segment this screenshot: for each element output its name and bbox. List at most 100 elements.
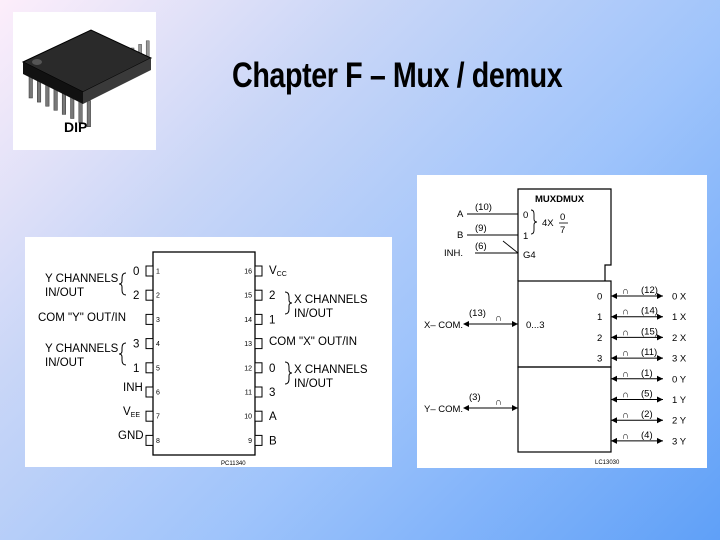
left-pin-number: 8 bbox=[156, 438, 160, 445]
output-pin: (11) bbox=[641, 347, 657, 358]
y-switch-block bbox=[517, 366, 612, 453]
output-arrow-right bbox=[657, 293, 663, 299]
fn-prefix: 4X bbox=[542, 218, 554, 229]
left-pin-box bbox=[145, 410, 154, 422]
output-arrow-right bbox=[657, 313, 663, 320]
left-pin-label: 0 bbox=[133, 266, 139, 278]
output-arrow-left bbox=[611, 313, 617, 320]
right-pin-box bbox=[254, 313, 263, 325]
dip-label: DIP bbox=[64, 119, 87, 135]
left-pin-number: 7 bbox=[156, 414, 160, 421]
x-com-label: X– COM. bbox=[424, 320, 463, 331]
output-name: 1 Y bbox=[672, 395, 687, 406]
right-pin-label: 2 bbox=[269, 290, 275, 302]
output-arrow-left bbox=[611, 417, 617, 424]
right-x-channels-2-title: X CHANNELS bbox=[294, 364, 368, 376]
left-pin-label: 1 bbox=[133, 363, 139, 375]
output-analog-mark: ∩ bbox=[622, 348, 629, 359]
output-analog-mark: ∩ bbox=[622, 369, 629, 380]
y-com-label: Y– COM. bbox=[424, 404, 463, 415]
y-com-analog-mark: ∩ bbox=[495, 397, 502, 408]
output-arrow-left bbox=[611, 334, 617, 341]
right-pin-box bbox=[254, 434, 263, 446]
right-pin-box bbox=[254, 289, 263, 301]
left-pin-box bbox=[145, 434, 154, 446]
output-arrow-left bbox=[611, 355, 617, 362]
output-arrow-left bbox=[611, 375, 617, 382]
output-pin: (1) bbox=[641, 368, 653, 379]
left-brace-2 bbox=[118, 342, 127, 366]
output-pin: (4) bbox=[641, 430, 653, 441]
output-arrow-right bbox=[657, 437, 663, 444]
sel-brace bbox=[530, 209, 538, 235]
a-input-label: A bbox=[457, 209, 464, 220]
output-name: 2 X bbox=[672, 333, 687, 344]
right-pin-number: 12 bbox=[244, 365, 252, 372]
com-y-label: COM "Y" OUT/IN bbox=[38, 312, 126, 324]
y-com-arrow-right bbox=[512, 405, 518, 411]
output-pin: (15) bbox=[641, 326, 658, 337]
output-arrow-right bbox=[657, 375, 663, 382]
fn-num: 0 bbox=[560, 212, 565, 223]
x-com-arrow-left bbox=[463, 321, 469, 327]
vcc-label: VCC bbox=[269, 265, 287, 278]
dip-front-pin bbox=[86, 100, 91, 127]
right-pin-number: 15 bbox=[244, 293, 252, 300]
left-pin-box bbox=[145, 386, 154, 398]
output-arrow-right bbox=[657, 355, 663, 362]
x-com-analog-mark: ∩ bbox=[495, 313, 502, 324]
inh-input-pin: (6) bbox=[475, 241, 487, 252]
output-index: 3 bbox=[597, 354, 602, 365]
left-pin-number: 6 bbox=[156, 390, 160, 397]
output-index: 2 bbox=[597, 333, 602, 344]
output-arrow-right bbox=[657, 417, 663, 424]
output-analog-mark: ∩ bbox=[622, 390, 629, 401]
x-com-arrow-right bbox=[512, 321, 518, 327]
output-pin: (2) bbox=[641, 409, 653, 420]
x-com-range: 0...3 bbox=[526, 320, 545, 331]
b-input-label: B bbox=[457, 230, 463, 241]
output-index: 0 bbox=[597, 292, 602, 303]
a-input-pin: (10) bbox=[475, 202, 492, 213]
output-analog-mark: ∩ bbox=[622, 327, 629, 338]
dip-chip-side bbox=[23, 62, 83, 104]
left-pin-number: 3 bbox=[156, 317, 160, 324]
mux-outputs: 0∩(12)0 X1∩(14)1 X2∩(15)2 X3∩(11)3 X∩(1)… bbox=[597, 285, 687, 447]
right-pin-label: 0 bbox=[269, 363, 275, 375]
dip-notch bbox=[32, 59, 42, 65]
output-arrow-left bbox=[611, 293, 617, 299]
right-pin-box bbox=[254, 386, 263, 398]
left-y-channels-2-title: Y CHANNELS bbox=[45, 343, 119, 355]
control-block bbox=[517, 188, 612, 281]
b-input-pin: (9) bbox=[475, 223, 487, 234]
left-pin-box bbox=[145, 338, 154, 350]
muxdmux-symbol-diagram: MUXDMUX 0 1 4X 0 7 G4 A (10) B (9) INH. … bbox=[417, 175, 707, 468]
left-y-channels-2-sub: IN/OUT bbox=[45, 357, 84, 369]
right-pin-label: 1 bbox=[269, 314, 275, 326]
right-brace-2 bbox=[284, 361, 293, 385]
left-pin-number: 4 bbox=[156, 341, 160, 348]
dip-chip-illustration: DIP bbox=[21, 29, 153, 135]
left-pin-label: 3 bbox=[133, 339, 139, 351]
right-pin-box bbox=[254, 338, 263, 350]
output-name: 1 X bbox=[672, 312, 687, 323]
inh-label: INH bbox=[123, 382, 143, 394]
output-name: 0 X bbox=[672, 292, 687, 303]
right-pin-number: 13 bbox=[244, 341, 252, 348]
left-pin-box bbox=[145, 289, 154, 301]
mux-footnote: LC13030 bbox=[595, 460, 620, 466]
x-com-pin: (13) bbox=[469, 308, 486, 319]
output-index: 1 bbox=[597, 312, 602, 323]
output-analog-mark: ∩ bbox=[622, 286, 629, 297]
right-pin-label: 3 bbox=[269, 387, 275, 399]
inh-input-label: INH. bbox=[444, 248, 463, 259]
left-y-channels-1-title: Y CHANNELS bbox=[45, 273, 119, 285]
ic-body bbox=[152, 251, 256, 456]
dip-package-image: DIP bbox=[13, 12, 156, 150]
left-pin-box bbox=[145, 313, 154, 325]
output-arrow-right bbox=[657, 334, 663, 341]
left-pin-label: 2 bbox=[133, 290, 139, 302]
